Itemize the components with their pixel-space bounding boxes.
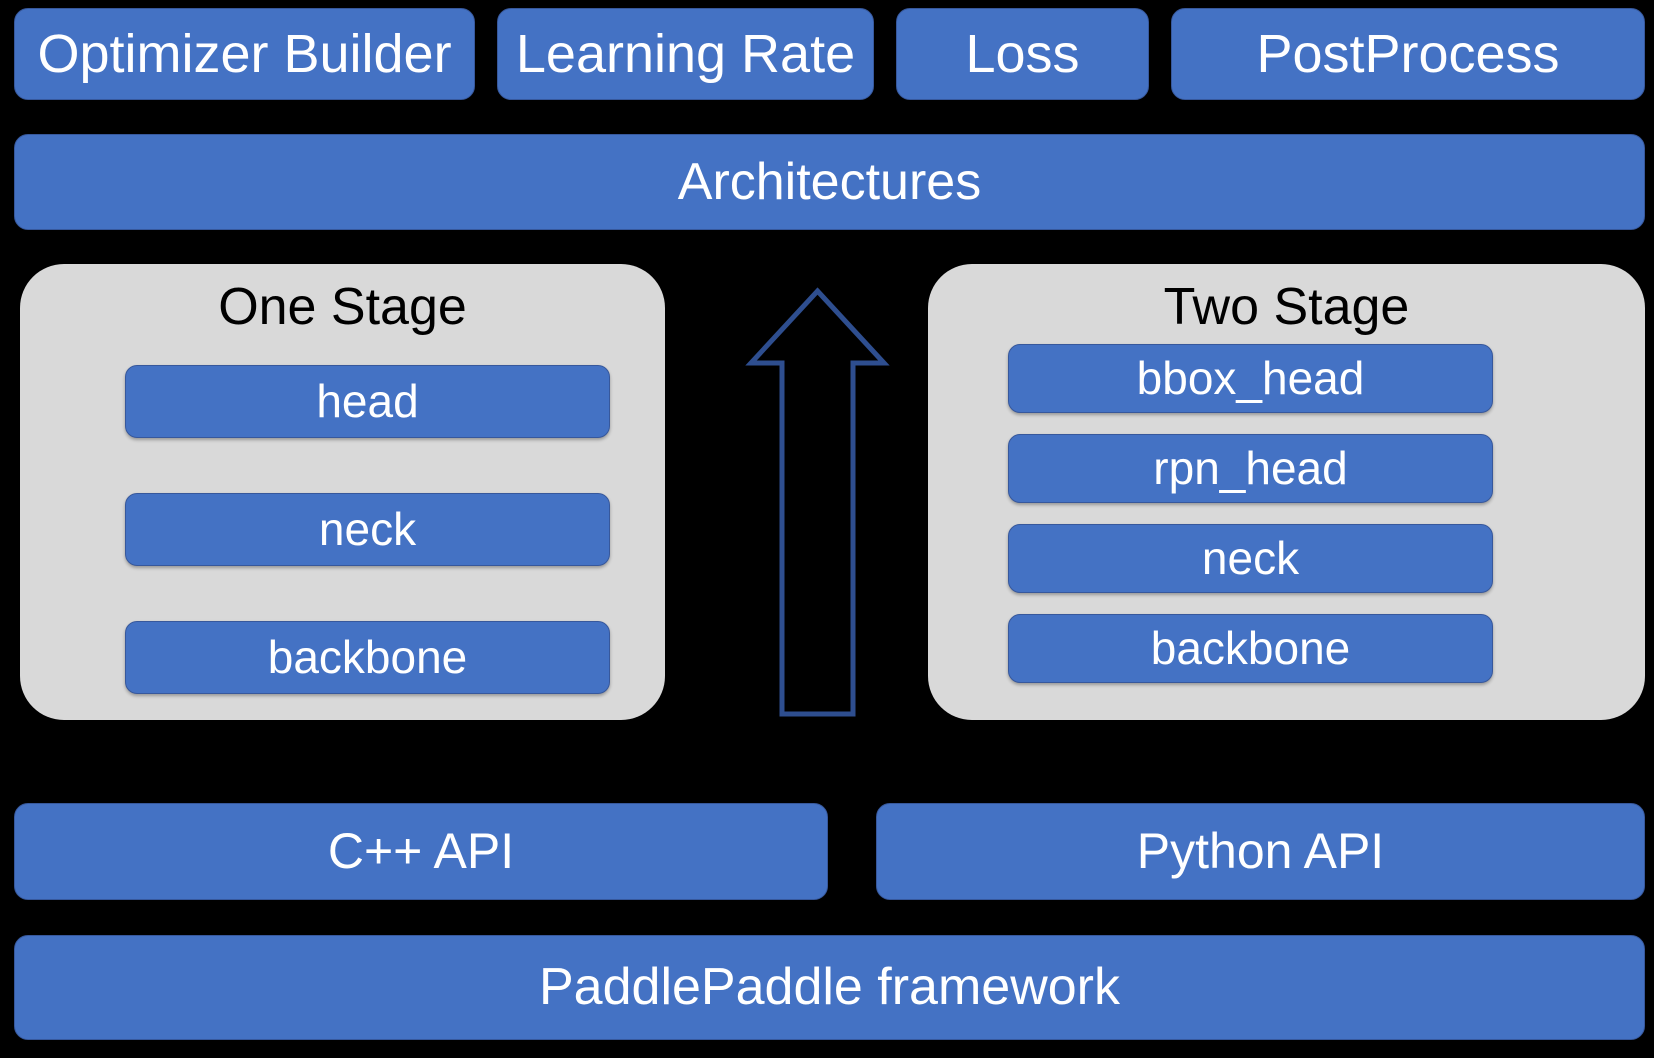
two-stage-item-rpn-head[interactable]: rpn_head	[1008, 434, 1493, 503]
module-box-loss[interactable]: Loss	[896, 8, 1149, 100]
framework-bar[interactable]: PaddlePaddle framework	[14, 935, 1645, 1040]
architectures-bar[interactable]: Architectures	[14, 134, 1645, 230]
up-arrow-outline	[745, 287, 890, 717]
up-arrow-icon	[745, 287, 890, 717]
panel-one-stage: One Stage head neck backbone	[20, 264, 665, 720]
framework-label: PaddlePaddle framework	[539, 958, 1120, 1017]
item-label: rpn_head	[1153, 442, 1348, 495]
one-stage-item-backbone[interactable]: backbone	[125, 621, 610, 694]
api-label: C++ API	[327, 823, 515, 880]
one-stage-item-head[interactable]: head	[125, 365, 610, 438]
panel-two-stage: Two Stage bbox_head rpn_head neck backbo…	[928, 264, 1645, 720]
module-box-learning-rate[interactable]: Learning Rate	[497, 8, 874, 100]
item-label: neck	[1201, 532, 1300, 585]
item-label: neck	[318, 503, 417, 556]
item-label: backbone	[267, 631, 468, 684]
module-label: PostProcess	[1256, 23, 1560, 84]
one-stage-item-neck[interactable]: neck	[125, 493, 610, 566]
module-label: Optimizer Builder	[37, 23, 452, 84]
api-box-cpp[interactable]: C++ API	[14, 803, 828, 900]
api-label: Python API	[1136, 823, 1385, 880]
item-label: backbone	[1150, 622, 1351, 675]
module-box-optimizer-builder[interactable]: Optimizer Builder	[14, 8, 475, 100]
module-label: Loss	[965, 23, 1080, 84]
item-label: head	[316, 375, 419, 428]
two-stage-item-bbox-head[interactable]: bbox_head	[1008, 344, 1493, 413]
module-label: Learning Rate	[515, 23, 856, 84]
panel-title-two-stage: Two Stage	[1163, 278, 1410, 336]
module-box-postprocess[interactable]: PostProcess	[1171, 8, 1645, 100]
two-stage-item-backbone[interactable]: backbone	[1008, 614, 1493, 683]
item-label: bbox_head	[1136, 352, 1365, 405]
architectures-label: Architectures	[677, 152, 982, 211]
panel-title-one-stage: One Stage	[218, 278, 467, 336]
two-stage-item-neck[interactable]: neck	[1008, 524, 1493, 593]
api-box-python[interactable]: Python API	[876, 803, 1645, 900]
